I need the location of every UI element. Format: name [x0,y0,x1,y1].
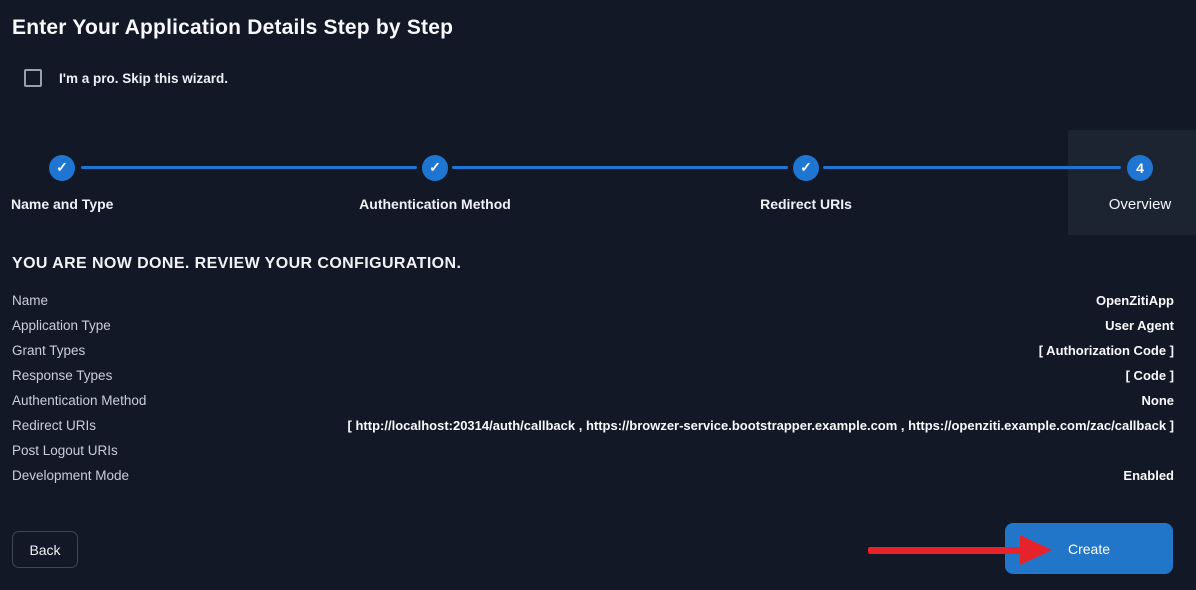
review-row-grant-types: Grant Types [ Authorization Code ] [12,338,1174,363]
review-row-label: Authentication Method [12,393,147,408]
red-arrow-head-icon [1020,535,1052,565]
red-arrow-annotation [868,547,1021,554]
step-label-authentication-method: Authentication Method [359,196,511,212]
step-1-circle: ✓ [49,155,75,181]
step-4-circle: 4 [1127,155,1153,181]
step-2-circle: ✓ [422,155,448,181]
review-row-label: Name [12,293,49,308]
review-row-value: [ Authorization Code ] [1038,343,1174,358]
review-row-label: Grant Types [12,343,86,358]
review-row-value: OpenZitiApp [1096,293,1174,308]
step-number: 4 [1136,160,1144,176]
step-label-overview: Overview [1108,196,1172,213]
review-row-label: Development Mode [12,468,130,483]
review-heading: YOU ARE NOW DONE. REVIEW YOUR CONFIGURAT… [12,255,462,272]
review-row-development-mode: Development Mode Enabled [12,463,1174,488]
back-button[interactable]: Back [12,531,78,568]
check-icon: ✓ [429,159,441,175]
review-row-value: User Agent [1105,318,1174,333]
review-row-response-types: Response Types [ Code ] [12,363,1174,388]
review-rows: Name OpenZitiApp Application Type User A… [12,288,1174,488]
review-row-value: Enabled [1123,468,1174,483]
page-title: Enter Your Application Details Step by S… [12,16,454,39]
check-icon: ✓ [800,159,812,175]
review-row-value: None [1141,393,1175,408]
review-row-name: Name OpenZitiApp [12,288,1174,313]
review-row-application-type: Application Type User Agent [12,313,1174,338]
stepper-connector-1 [81,166,417,169]
review-row-label: Application Type [12,318,111,333]
skip-wizard-label[interactable]: I'm a pro. Skip this wizard. [59,70,228,86]
step-label-redirect-uris: Redirect URIs [760,196,852,212]
review-row-label: Post Logout URIs [12,443,118,458]
step-3-circle: ✓ [793,155,819,181]
skip-wizard-checkbox[interactable] [24,69,42,87]
stepper-connector-2 [452,166,788,169]
stepper-connector-3 [823,166,1121,169]
current-step-highlight [1068,130,1196,235]
skip-wizard-row: I'm a pro. Skip this wizard. [24,69,228,87]
review-row-value: [ Code ] [1125,368,1174,383]
check-icon: ✓ [56,159,68,175]
review-row-authentication-method: Authentication Method None [12,388,1174,413]
review-row-label: Response Types [12,368,113,383]
review-row-redirect-uris: Redirect URIs [ http://localhost:20314/a… [12,413,1174,438]
review-row-label: Redirect URIs [12,418,97,433]
review-row-post-logout-uris: Post Logout URIs [12,438,1174,463]
step-label-name-and-type: Name and Type [11,196,114,212]
review-row-value: [ http://localhost:20314/auth/callback ,… [347,418,1174,433]
